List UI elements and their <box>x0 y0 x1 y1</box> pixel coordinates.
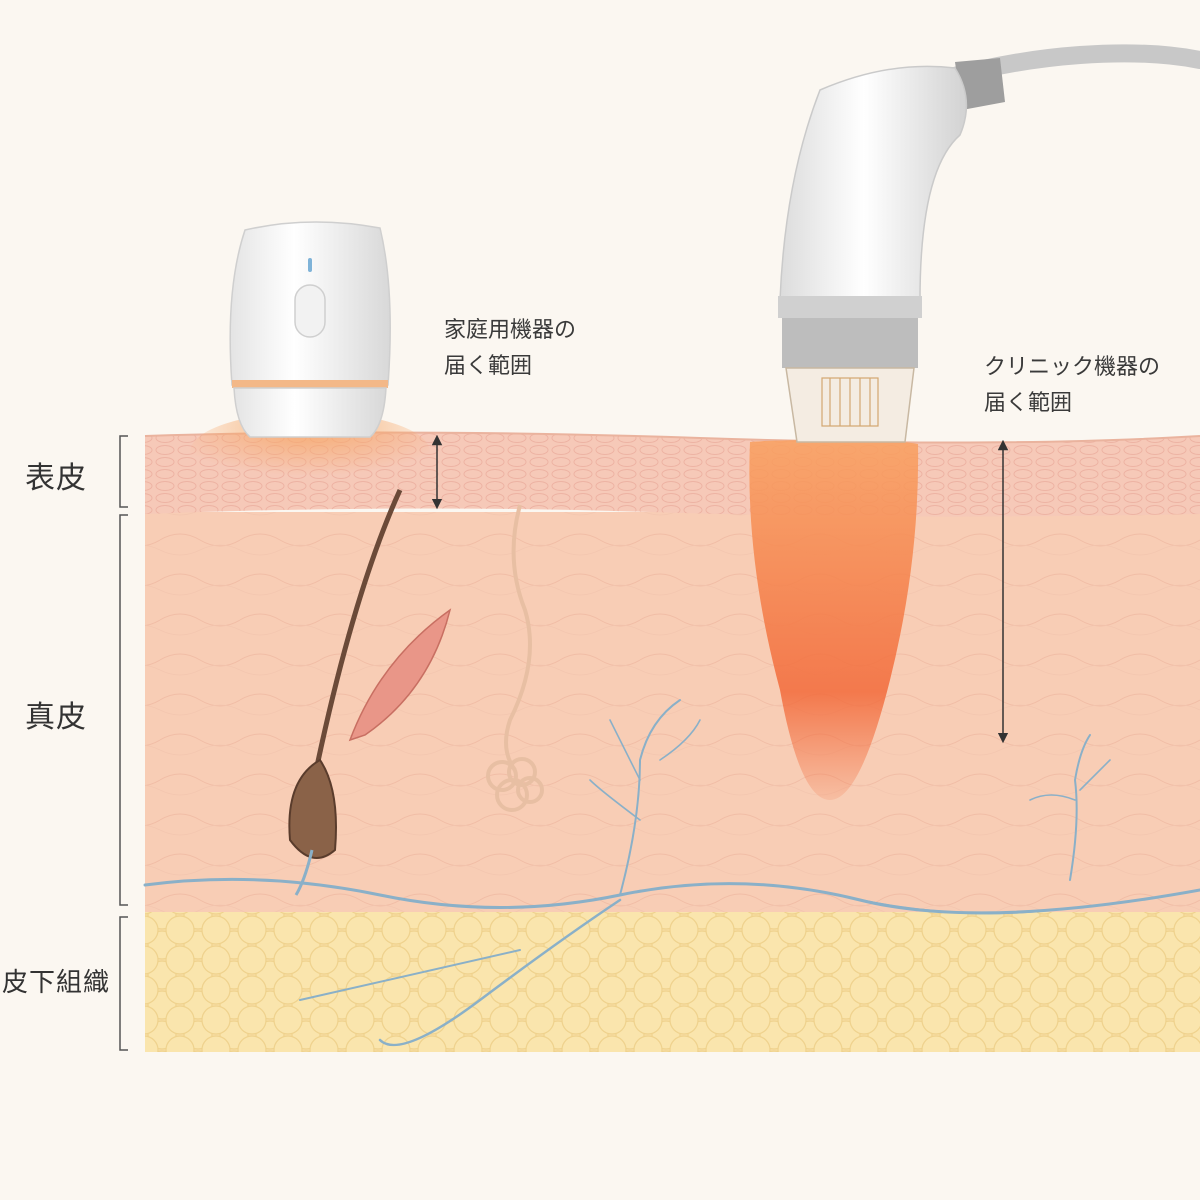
clinic-device-heat-zone <box>749 440 919 800</box>
clinic-device-range-line2: 届く範囲 <box>984 391 1073 416</box>
power-button-icon <box>294 284 326 338</box>
epidermis-label: 表皮 <box>25 461 87 496</box>
dermis-label: 真皮 <box>25 700 87 735</box>
layer-brackets <box>119 435 128 1051</box>
blood-vessels <box>143 699 1200 1047</box>
clinic-device-range-line1: クリニック機器の <box>984 355 1161 380</box>
home-device-range-line1: 家庭用機器の <box>444 318 577 343</box>
clinic-tip-icon <box>821 377 879 427</box>
epidermis-bracket <box>119 435 128 508</box>
home-device <box>229 221 391 438</box>
subcutaneous-bracket <box>119 916 128 1051</box>
arrector-pili-muscle <box>348 608 452 742</box>
clinic-device <box>778 44 1200 443</box>
subcutaneous-label: 皮下組織 <box>1 968 110 998</box>
home-device-range-label: 家庭用機器の 届く範囲 <box>444 313 576 385</box>
hair-follicle <box>288 488 403 896</box>
clinic-device-range-label: クリニック機器の 届く範囲 <box>984 350 1160 422</box>
home-device-range-line2: 届く範囲 <box>444 354 533 379</box>
power-indicator-icon <box>308 258 312 272</box>
sweat-gland <box>486 504 544 812</box>
dermis-bracket <box>119 514 128 906</box>
